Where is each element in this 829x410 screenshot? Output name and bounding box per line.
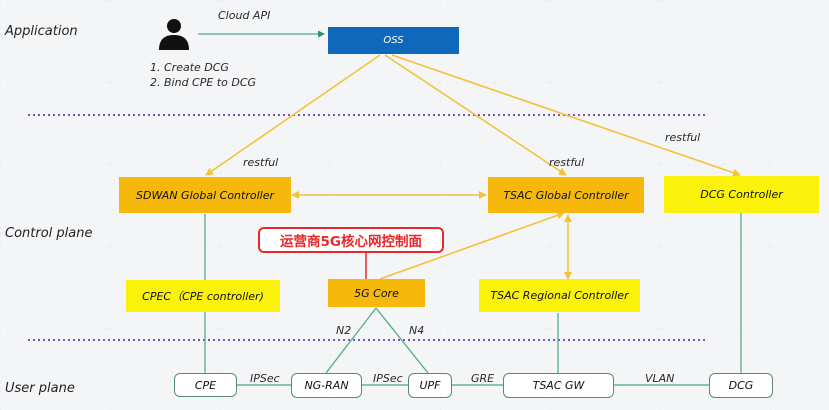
node-tsac-global-controller: TSAC Global Controller bbox=[488, 177, 644, 213]
node-tsac-gw: TSAC GW bbox=[503, 373, 614, 398]
edge-label-restful-tsac: restful bbox=[549, 156, 585, 169]
edge-label-n2: N2 bbox=[336, 324, 352, 337]
edge-label-ipsec-upf: IPSec bbox=[373, 372, 403, 385]
node-dcg: DCG bbox=[709, 373, 773, 398]
callout-operator-5g-core-control-plane: 运营商5G核心网控制面 bbox=[258, 227, 444, 253]
edge-label-restful-dcg: restful bbox=[665, 131, 701, 144]
edge-5gcore-tsac bbox=[379, 211, 565, 280]
node-cpe: CPE bbox=[174, 373, 237, 397]
layer-label-application: Application bbox=[5, 24, 78, 39]
layer-label-control-plane: Control plane bbox=[5, 226, 93, 241]
edge-oss-tsac bbox=[384, 54, 567, 176]
edge-label-restful-sdwan: restful bbox=[243, 156, 279, 169]
node-upf: UPF bbox=[408, 373, 452, 398]
edge-label-gre: GRE bbox=[471, 372, 495, 385]
user-step-bind-cpe: 2. Bind CPE to DCG bbox=[150, 76, 257, 89]
node-oss: OSS bbox=[328, 27, 459, 54]
node-tsac-regional-controller: TSAC Regional Controller bbox=[479, 279, 640, 312]
wire-5gcore-ngran-n2 bbox=[325, 307, 377, 374]
wire-5gcore-upf-n4 bbox=[375, 307, 429, 374]
edge-oss-dcg bbox=[391, 54, 741, 177]
node-dcg-controller: DCG Controller bbox=[664, 176, 819, 213]
node-ng-ran: NG-RAN bbox=[291, 373, 362, 398]
edge-label-cloud-api: Cloud API bbox=[218, 9, 271, 22]
user-icon bbox=[159, 19, 189, 50]
layer-label-user-plane: User plane bbox=[5, 381, 75, 396]
edge-label-n4: N4 bbox=[409, 324, 425, 337]
user-step-create-dcg: 1. Create DCG bbox=[150, 61, 229, 74]
node-5g-core: 5G Core bbox=[328, 279, 425, 307]
edge-oss-sdwan bbox=[205, 54, 381, 176]
edge-label-vlan: VLAN bbox=[645, 372, 675, 385]
edge-label-ipsec-cpe: IPSec bbox=[250, 372, 280, 385]
node-cpec: CPEC（CPE controller) bbox=[126, 280, 280, 312]
node-sdwan-global-controller: SDWAN Global Controller bbox=[119, 177, 291, 213]
